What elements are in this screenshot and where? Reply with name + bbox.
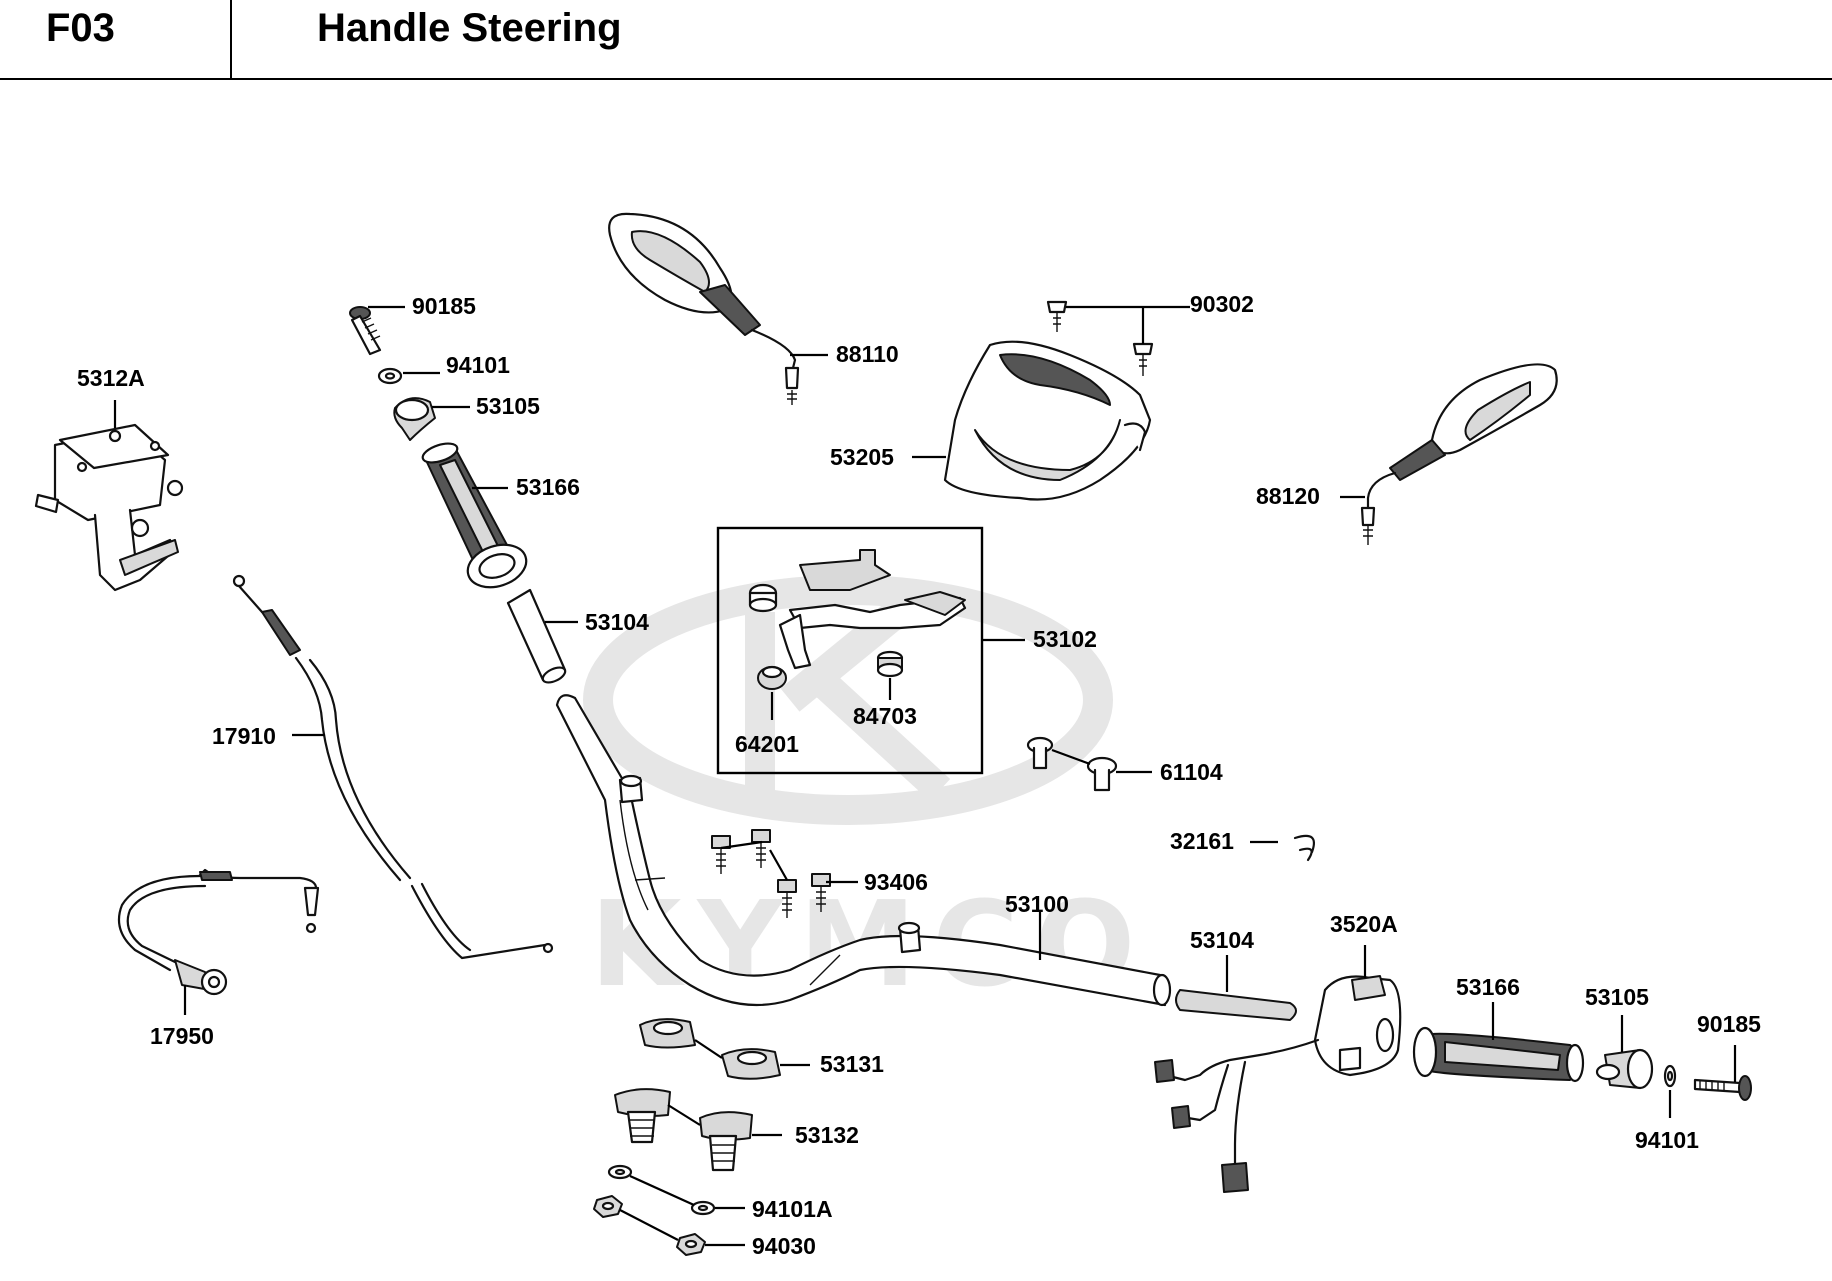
label-53131: 53131 (820, 1051, 884, 1077)
holders-53132[interactable] (614, 1088, 753, 1172)
handlebar-53100[interactable] (555, 694, 1172, 1007)
label-84703: 84703 (853, 703, 917, 729)
master-cylinder-5312A[interactable] (34, 423, 184, 592)
header-rule (0, 78, 1832, 80)
header-divider (230, 0, 232, 80)
bolts-93406[interactable] (711, 829, 831, 918)
label-53166-left: 53166 (516, 474, 580, 500)
label-5312A: 5312A (77, 365, 145, 391)
bolt-90185-left[interactable] (349, 306, 382, 356)
bushings-61104[interactable] (1026, 736, 1118, 792)
label-90302: 90302 (1190, 291, 1254, 317)
nuts-94030[interactable] (593, 1195, 706, 1256)
label-88120: 88120 (1256, 483, 1320, 509)
section-code: F03 (46, 6, 115, 50)
label-53102: 53102 (1033, 626, 1097, 652)
screws-90302[interactable] (1046, 300, 1154, 376)
label-90185-right: 90185 (1697, 1011, 1761, 1037)
page-title: Handle Steering (317, 6, 622, 50)
tube-53104-left[interactable] (506, 588, 567, 686)
bolt-90185-right[interactable] (1693, 1075, 1752, 1101)
label-32161: 32161 (1170, 828, 1234, 854)
label-88110: 88110 (836, 341, 899, 367)
washer-94101-left[interactable] (377, 367, 403, 385)
tube-53104-right[interactable] (1175, 989, 1297, 1021)
bar-end-53105-left[interactable] (393, 397, 436, 441)
label-53104-right: 53104 (1190, 927, 1254, 953)
page-header: F03 Handle Steering (0, 0, 1832, 80)
throttle-cable-17910[interactable] (232, 574, 554, 960)
washers-94101A[interactable] (607, 1164, 716, 1216)
label-53205: 53205 (830, 444, 894, 470)
label-17950: 17950 (150, 1023, 214, 1049)
label-53100: 53100 (1005, 891, 1069, 917)
collar-84703[interactable] (876, 650, 904, 678)
grip-53166-right[interactable] (1412, 1026, 1585, 1083)
label-53104-left: 53104 (585, 609, 649, 635)
washer-94101-right[interactable] (1663, 1064, 1677, 1088)
label-94030: 94030 (752, 1233, 816, 1259)
label-3520A: 3520A (1330, 911, 1398, 937)
mirror-88110[interactable] (608, 212, 800, 405)
label-94101-right: 94101 (1635, 1127, 1699, 1153)
label-90185-left: 90185 (412, 293, 476, 319)
bracket-kit-53102[interactable] (716, 526, 984, 775)
clip-32161[interactable] (1293, 834, 1316, 862)
damper-64201[interactable] (757, 665, 787, 690)
label-64201: 64201 (735, 731, 799, 757)
handle-switch-3520A[interactable] (1154, 975, 1402, 1193)
label-17910: 17910 (212, 723, 276, 749)
label-53166-right: 53166 (1456, 974, 1520, 1000)
handle-cover-53205[interactable] (943, 340, 1152, 501)
label-53132: 53132 (795, 1122, 859, 1148)
label-94101-left: 94101 (446, 352, 510, 378)
label-61104: 61104 (1160, 759, 1223, 785)
label-94101A: 94101A (752, 1196, 833, 1222)
label-53105-left: 53105 (476, 393, 540, 419)
grip-53166-left[interactable] (420, 440, 531, 594)
mirror-88120[interactable] (1360, 363, 1558, 545)
label-93406: 93406 (864, 869, 928, 895)
bar-end-53105-right[interactable] (1595, 1048, 1654, 1090)
cable-17950[interactable] (117, 868, 320, 996)
holders-53131[interactable] (639, 1018, 781, 1080)
label-53105-right: 53105 (1585, 984, 1649, 1010)
